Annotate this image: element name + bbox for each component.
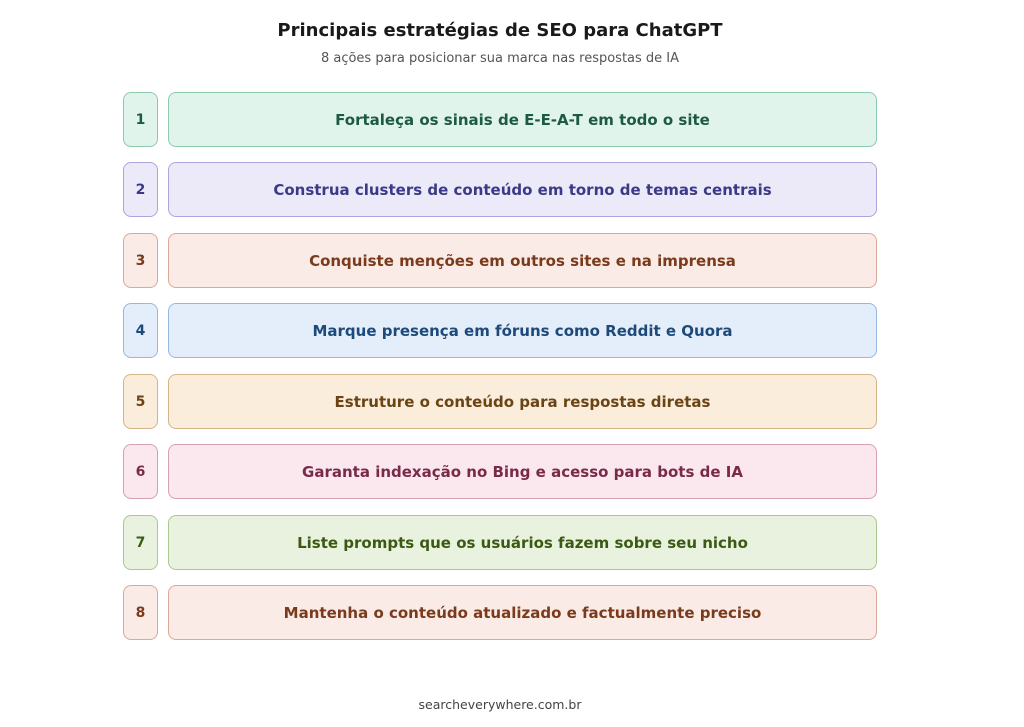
step-card: Liste prompts que os usuários fazem sobr…: [168, 515, 877, 570]
page-subtitle: 8 ações para posicionar sua marca nas re…: [320, 51, 680, 66]
strategy-row: 7 Liste prompts que os usuários fazem so…: [123, 515, 878, 570]
step-card: Estruture o conteúdo para respostas dire…: [168, 374, 877, 429]
step-number: 8: [123, 585, 158, 640]
step-card: Mantenha o conteúdo atualizado e factual…: [168, 585, 877, 640]
page-title: Principais estratégias de SEO para ChatG…: [277, 20, 723, 41]
step-card: Fortaleça os sinais de E-E-A-T em todo o…: [168, 92, 877, 147]
strategy-row: 4 Marque presença em fóruns como Reddit …: [123, 303, 878, 358]
strategy-row: 1 Fortaleça os sinais de E-E-A-T em todo…: [123, 92, 878, 147]
footer-source: searcheverywhere.com.br: [418, 697, 582, 712]
step-card: Marque presença em fóruns como Reddit e …: [168, 303, 877, 358]
strategy-row: 2 Construa clusters de conteúdo em torno…: [123, 162, 878, 217]
strategy-row: 6 Garanta indexação no Bing e acesso par…: [123, 444, 878, 499]
step-number: 3: [123, 233, 158, 288]
step-number: 1: [123, 92, 158, 147]
step-card: Conquiste menções em outros sites e na i…: [168, 233, 877, 288]
strategy-row: 8 Mantenha o conteúdo atualizado e factu…: [123, 585, 878, 640]
strategy-row: 5 Estruture o conteúdo para respostas di…: [123, 374, 878, 429]
step-number: 5: [123, 374, 158, 429]
step-number: 4: [123, 303, 158, 358]
strategy-row: 3 Conquiste menções em outros sites e na…: [123, 233, 878, 288]
step-number: 2: [123, 162, 158, 217]
step-card: Construa clusters de conteúdo em torno d…: [168, 162, 877, 217]
step-card: Garanta indexação no Bing e acesso para …: [168, 444, 877, 499]
step-number: 7: [123, 515, 158, 570]
step-number: 6: [123, 444, 158, 499]
